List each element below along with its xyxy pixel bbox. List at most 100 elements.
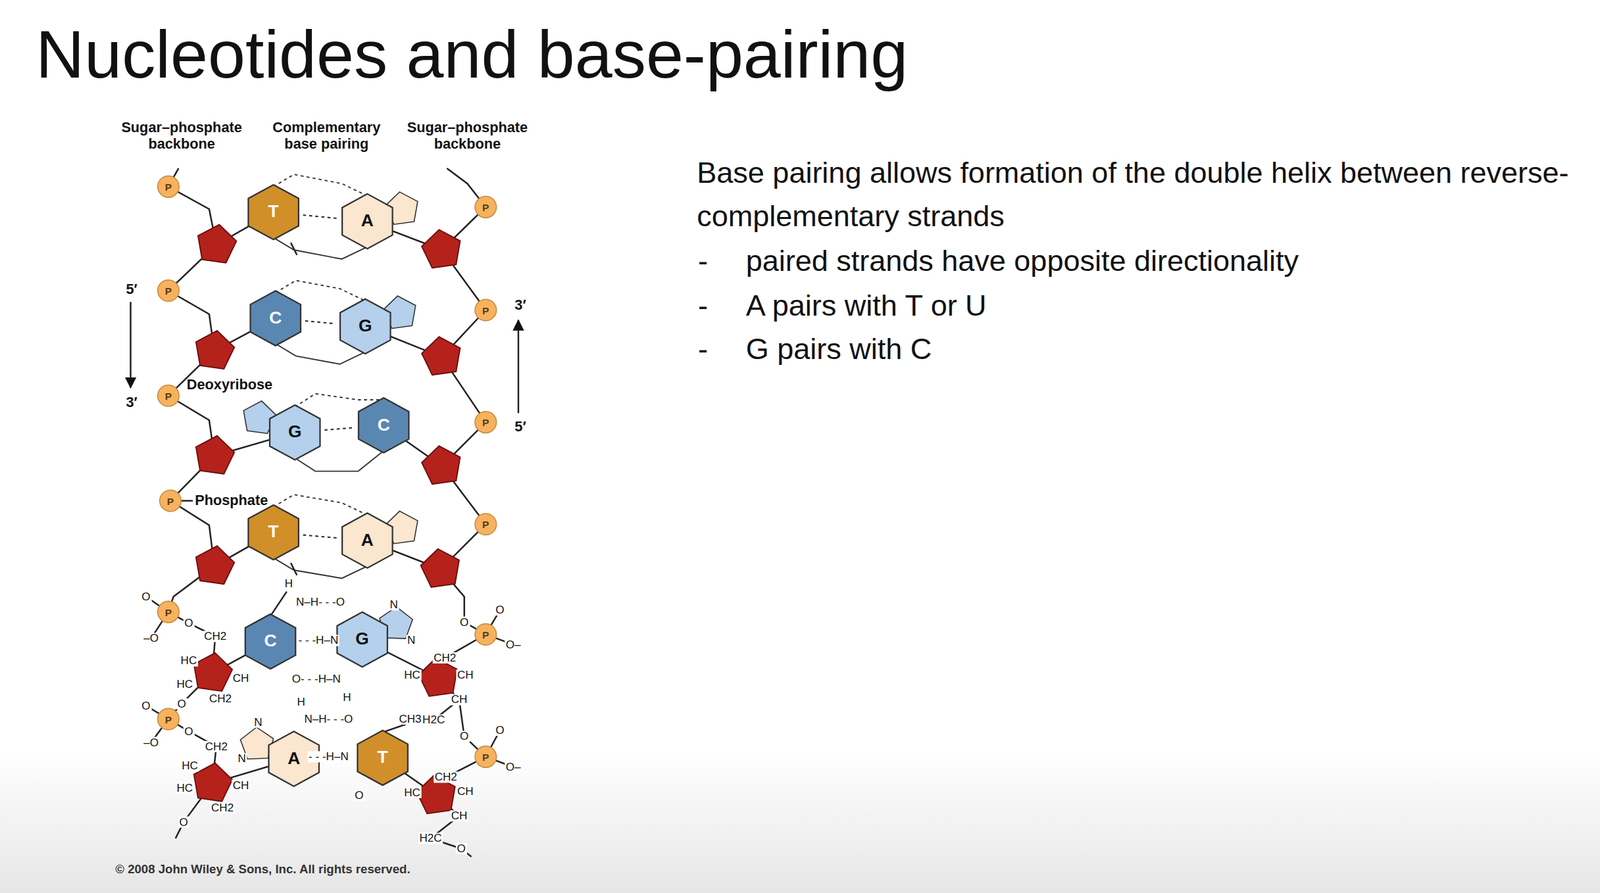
atom-label: CH2 (207, 693, 233, 705)
phosphate-letter: P (157, 176, 179, 197)
atom-label: HC (175, 678, 195, 691)
atom-label: - - -H–N (297, 635, 340, 647)
phosphate-letter: P (475, 196, 497, 218)
atom-label: CH2 (203, 630, 228, 643)
bullet-text: - (698, 332, 708, 368)
phosphate-circle: P (474, 411, 497, 434)
phosphate-letter: P (157, 280, 179, 302)
base-letter: T (244, 183, 302, 241)
phosphate-circle: P (474, 623, 497, 647)
atom-label: –O (142, 737, 160, 749)
bullet-text: G pairs with C (746, 332, 932, 368)
bullet-text: - (698, 288, 708, 324)
hydrogen-bond-line (324, 427, 354, 431)
phosphate-letter: P (475, 300, 497, 321)
phosphate-letter: P (157, 709, 179, 730)
atom-label: O– (504, 761, 522, 774)
purine-ring (238, 190, 419, 766)
base-letter: T (353, 729, 412, 787)
atom-label: CH (455, 786, 475, 798)
part-label: Phosphate (194, 492, 268, 509)
atom-label: HC (180, 760, 200, 772)
phosphate-letter: P (157, 385, 179, 406)
base-hexagon: A (338, 192, 397, 250)
base-letter: T (244, 503, 302, 562)
atom-label: O- - -H–N (290, 673, 342, 685)
base-hexagon: C (242, 613, 300, 671)
base-hexagon: C (246, 289, 304, 347)
bullet-text: A pairs with T or U (746, 288, 987, 324)
deoxyribose-sugar (190, 221, 464, 815)
strand-end-label: 3′ (125, 394, 137, 411)
phosphate-letter: P (475, 746, 497, 768)
hydrogen-bond-line (303, 535, 339, 539)
phosphate-circle: P (474, 513, 497, 536)
atom-label: O (183, 617, 195, 629)
bullet-text: paired strands have opposite directional… (746, 244, 1299, 279)
base-hexagon: T (244, 503, 302, 562)
atom-label: O (353, 790, 365, 802)
atom-label: O– (504, 639, 522, 651)
atom-label: H (296, 696, 306, 708)
part-label: Deoxyribose (186, 376, 273, 393)
atom-label: CH2 (209, 802, 235, 814)
atom-label: CH2 (203, 741, 229, 753)
atom-label: CH (450, 694, 469, 706)
phosphate-letter: P (475, 514, 497, 535)
atom-label: N–H- - -O (303, 713, 354, 725)
base-letter: C (242, 613, 300, 671)
base-letter: A (338, 192, 397, 250)
slide-title: Nucleotides and base-pairing (35, 20, 908, 88)
column-heading: Sugar–phosphate backbone (396, 119, 539, 152)
phosphate-letter: P (160, 490, 181, 512)
phosphate-circle: P (474, 746, 497, 769)
base-letter: C (355, 396, 413, 454)
atom-label: CH (455, 669, 475, 681)
phosphate-circle: P (159, 489, 182, 512)
base-hexagon: G (336, 298, 395, 356)
base-letter: C (246, 289, 304, 347)
phosphate-letter: P (475, 624, 497, 645)
atom-label: HC (179, 655, 199, 668)
atom-label: N–H- - -O (294, 596, 346, 608)
atom-label: O (459, 730, 470, 743)
atom-label: CH2 (432, 652, 458, 664)
phosphate-circle: P (157, 279, 180, 302)
phosphate-circle: P (157, 175, 180, 199)
atom-label: –O (142, 632, 160, 645)
strand-end-label: 5′ (125, 280, 137, 297)
phosphate-circle: P (157, 707, 180, 731)
atom-label: N (253, 717, 264, 729)
column-heading: Sugar–phosphate backbone (110, 119, 254, 152)
base-hexagon: G (266, 403, 324, 462)
atom-label: CH3 (398, 713, 423, 725)
base-hexagon: T (353, 729, 412, 787)
body-text: Base pairing allows formation of the dou… (696, 151, 1595, 239)
atom-label: HC (175, 782, 195, 795)
atom-label: H2C (418, 832, 443, 845)
base-letter: G (266, 403, 324, 462)
atom-label: O (459, 617, 470, 629)
atom-label: N (388, 599, 399, 611)
base-hexagon: T (244, 183, 302, 241)
strand-end-label: 5′ (514, 418, 526, 435)
phosphate-letter: P (157, 601, 179, 623)
atom-label: CH (231, 780, 250, 792)
phosphate-circle: P (157, 601, 180, 624)
hydrogen-bond-line (303, 215, 339, 219)
base-letter: G (333, 611, 391, 669)
atom-label: CH (450, 810, 469, 822)
atom-label: O (178, 817, 189, 829)
phosphate-circle: P (157, 384, 180, 408)
atom-label: O (494, 604, 506, 616)
phosphate-circle: P (474, 298, 497, 322)
atom-label: HC (403, 787, 422, 799)
atom-label: N (405, 635, 416, 647)
phosphate-circle: P (474, 196, 497, 219)
phosphate-letter: P (475, 412, 497, 433)
strand-end-label: 3′ (514, 296, 526, 314)
bullet-text: - (698, 244, 708, 279)
copyright-note: © 2008 John Wiley & Sons, Inc. All right… (115, 863, 410, 877)
atom-label: O (494, 725, 506, 737)
